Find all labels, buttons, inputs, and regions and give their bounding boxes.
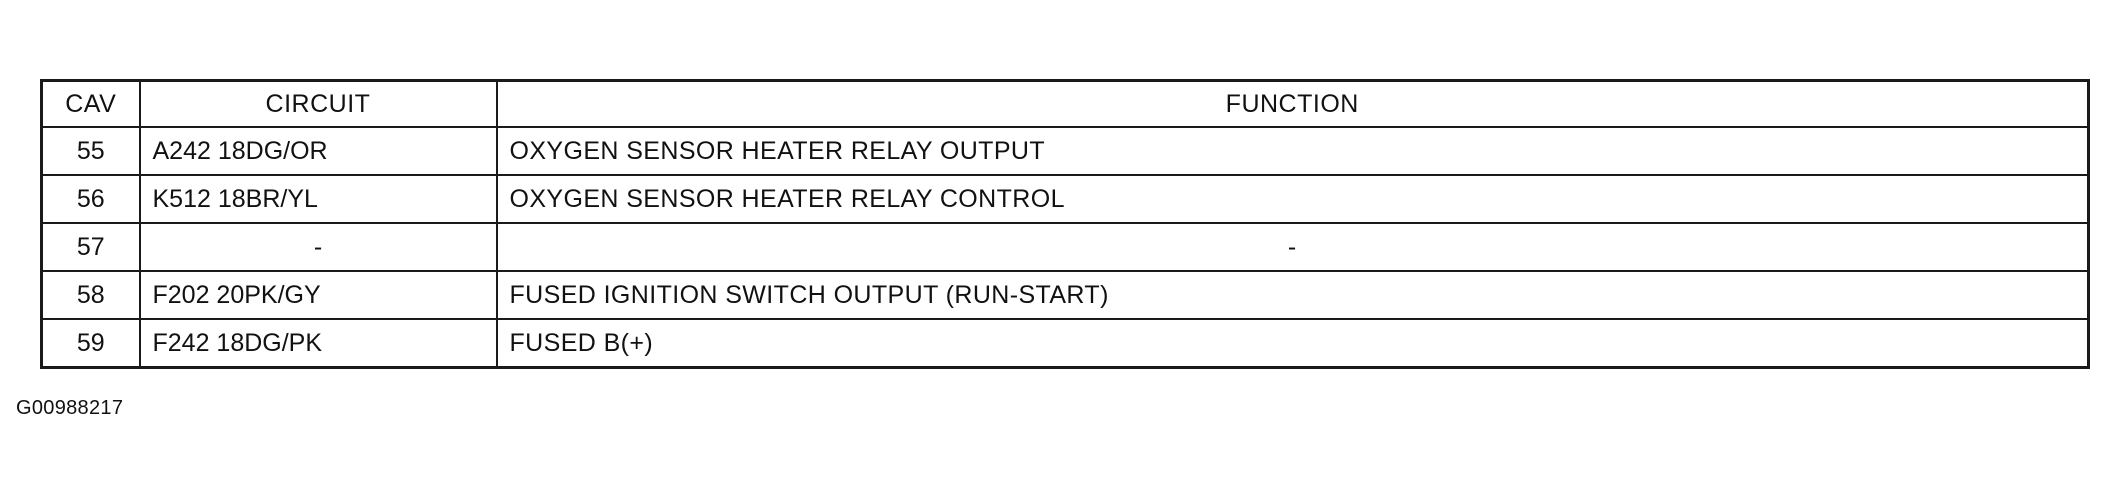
circuit-cell: K512 18BR/YL — [138, 174, 498, 224]
circuit-cell: A242 18DG/OR — [138, 126, 498, 176]
cav-cell: 56 — [40, 174, 141, 224]
function-cell: OXYGEN SENSOR HEATER RELAY CONTROL — [495, 174, 2090, 224]
table-row: 56 K512 18BR/YL OXYGEN SENSOR HEATER REL… — [40, 174, 2090, 224]
connector-pinout-table: CAV CIRCUIT FUNCTION 55 A242 18DG/OR OXY… — [40, 79, 2090, 369]
table-row: 58 F202 20PK/GY FUSED IGNITION SWITCH OU… — [40, 270, 2090, 320]
function-cell: OXYGEN SENSOR HEATER RELAY OUTPUT — [495, 126, 2090, 176]
cav-cell: 57 — [40, 222, 141, 272]
circuit-cell: F202 20PK/GY — [138, 270, 498, 320]
table-row: 57 - - — [40, 222, 2090, 272]
function-cell: - — [495, 222, 2090, 272]
figure-id-label: G00988217 — [16, 397, 124, 419]
header-cav: CAV — [40, 79, 141, 128]
cav-cell: 58 — [40, 270, 141, 320]
function-cell: FUSED IGNITION SWITCH OUTPUT (RUN-START) — [495, 270, 2090, 320]
table-header-row: CAV CIRCUIT FUNCTION — [40, 79, 2090, 128]
circuit-cell: F242 18DG/PK — [138, 318, 498, 369]
table-row: 55 A242 18DG/OR OXYGEN SENSOR HEATER REL… — [40, 126, 2090, 176]
cav-cell: 55 — [40, 126, 141, 176]
header-circuit: CIRCUIT — [138, 79, 498, 128]
cav-cell: 59 — [40, 318, 141, 369]
table-row: 59 F242 18DG/PK FUSED B(+) — [40, 318, 2090, 369]
header-function: FUNCTION — [495, 79, 2090, 128]
function-cell: FUSED B(+) — [495, 318, 2090, 369]
circuit-cell: - — [138, 222, 498, 272]
